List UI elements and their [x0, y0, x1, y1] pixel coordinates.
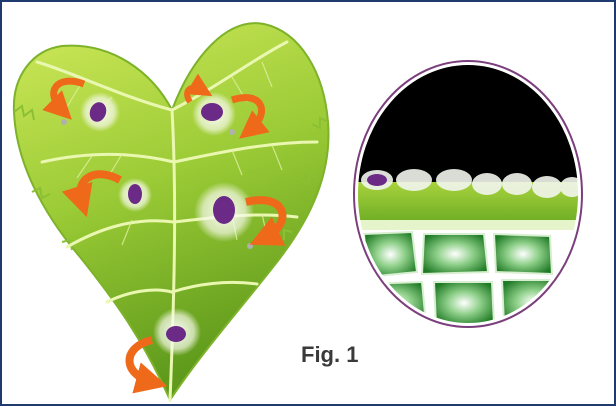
- spore-icon: [213, 196, 235, 224]
- figure-label: Fig. 1: [301, 342, 358, 368]
- spore-icon: [128, 184, 142, 204]
- spore-icon: [367, 174, 387, 186]
- magnified-inset: [352, 57, 592, 340]
- spore-icon: [201, 103, 223, 121]
- spore-icon: [166, 326, 186, 342]
